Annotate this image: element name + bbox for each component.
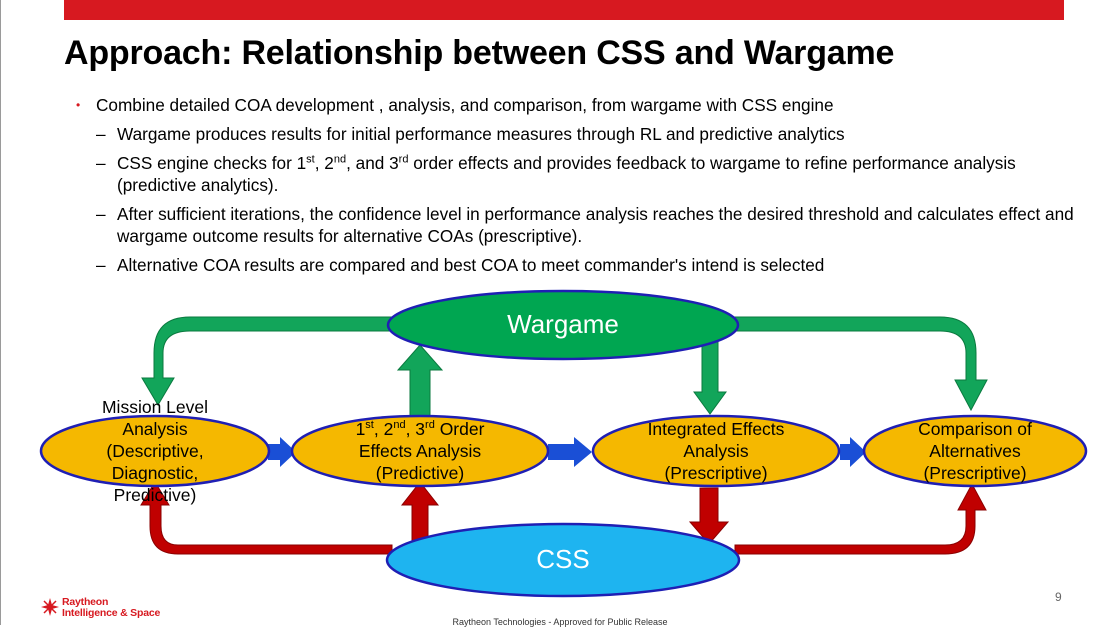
comparison-text: Comparison of Alternatives (Prescriptive… [918,419,1032,483]
slide-title: Approach: Relationship between CSS and W… [64,34,895,72]
bullet-dot: • [76,98,81,112]
sub-bullet-3: – After sufficient iterations, the confi… [76,203,1086,247]
red-arrow-css-to-comparison [734,482,987,555]
wargame-label: Wargame [507,309,619,339]
blue-arrow-effects-to-integrated [548,437,592,467]
sub-bullet-text: After sufficient iterations, the confide… [117,204,1074,246]
dash: – [96,204,106,224]
wargame-ellipse [386,289,740,361]
green-arrow-wargame-to-integrated [693,337,727,415]
sub-bullet-1: – Wargame produces results for initial p… [76,123,1086,145]
red-arrow-integrated-to-css [688,487,730,545]
dash: – [96,153,106,173]
integrated-effects-text: Integrated Effects Analysis (Prescriptiv… [647,419,785,483]
bullet-main: • Combine detailed COA development , ana… [76,94,1086,116]
slide-left-border [0,0,1,625]
logo-text: Raytheon Intelligence & Space [62,596,161,619]
bullet-main-text: Combine detailed COA development , analy… [96,95,834,115]
raytheon-logo-icon [41,598,59,616]
blue-arrow-mission-to-effects [268,437,296,467]
mission-analysis-ellipse [39,414,271,488]
integrated-effects-ellipse [591,414,841,488]
green-arrow-wargame-to-mission [141,316,401,406]
effects-analysis-text: 1st, 2nd, 3rd Order Effects Analysis (Pr… [355,419,485,483]
sub-bullet-2: – CSS engine checks for 1st, 2nd, and 3r… [76,152,1086,196]
css-ellipse [385,522,741,598]
mission-analysis-text: Mission Level Analysis (Descriptive, Dia… [101,397,209,505]
header-red-bar [64,0,1064,20]
css-label: CSS [536,544,590,574]
bullet-list: • Combine detailed COA development , ana… [76,94,1086,283]
sub-bullet-text: CSS engine checks for 1st, 2nd, and 3rd … [117,153,1016,195]
effects-analysis-ellipse [290,414,550,488]
sub-bullet-4: – Alternative COA results are compared a… [76,254,1086,276]
red-arrow-css-to-mission [140,481,393,555]
comparison-ellipse [862,414,1088,488]
blue-arrow-integrated-to-comparison [840,437,866,467]
page-number: 9 [1055,590,1062,604]
dash: – [96,255,106,275]
sub-bullet-text: Alternative COA results are compared and… [117,255,825,275]
green-arrow-effects-to-wargame [396,344,444,421]
release-footer: Raytheon Technologies - Approved for Pub… [452,617,668,627]
dash: – [96,124,106,144]
sub-bullet-text: Wargame produces results for initial per… [117,124,845,144]
green-arrow-wargame-to-comparison [729,316,988,412]
